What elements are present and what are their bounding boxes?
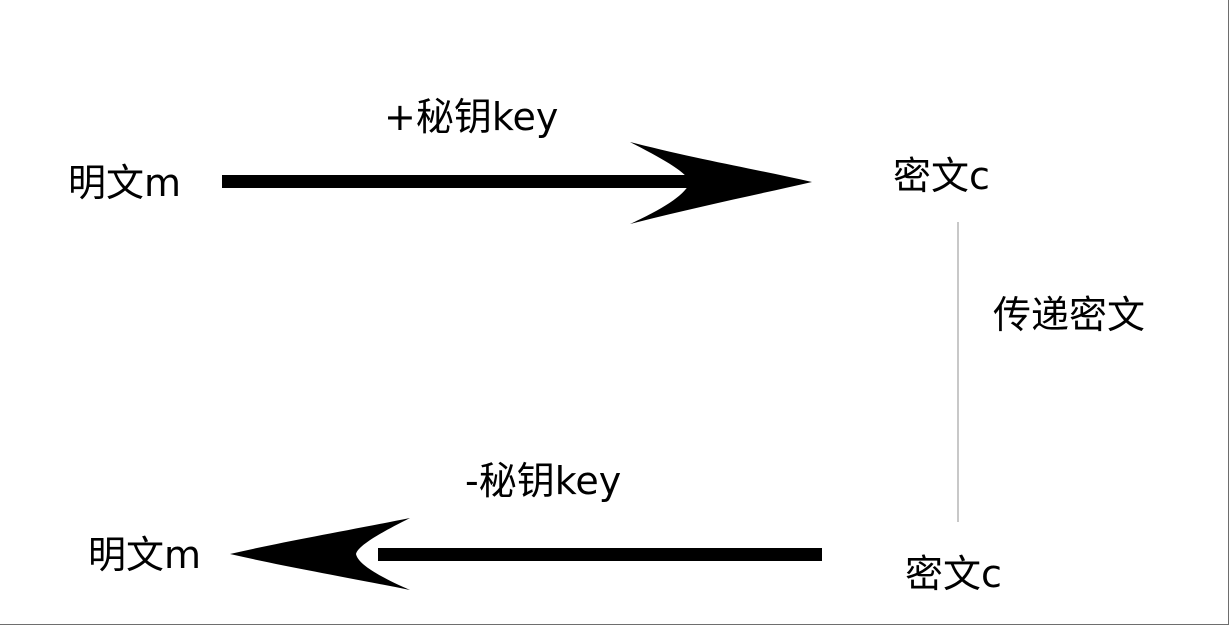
ciphertext-input-label: 密文c [905,552,1002,596]
plaintext-result-label: 明文m [88,533,202,577]
encrypt-arrow [222,142,812,224]
ciphertext-output-label: 密文c [893,154,990,198]
encrypt-arrow-shaft [222,175,692,188]
decrypt-arrow-head [230,518,410,590]
transfer-ciphertext-label: 传递密文 [993,293,1146,337]
decrypt-key-label: -秘钥key [465,459,622,503]
encrypt-key-label: +秘钥key [384,95,559,139]
plaintext-source-label: 明文m [68,161,182,205]
decrypt-arrow [230,518,822,590]
encrypt-arrow-head [630,142,812,224]
decrypt-arrow-shaft [378,548,822,561]
